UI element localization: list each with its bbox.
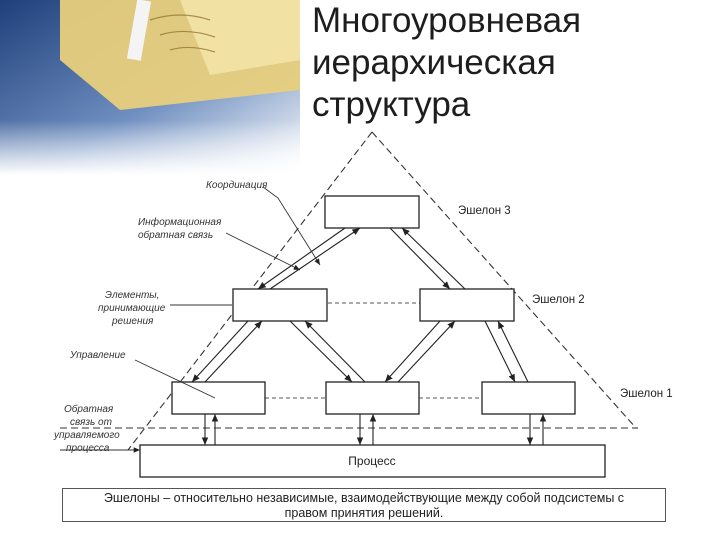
label-feedback-4: процесса bbox=[66, 443, 110, 454]
background-photo bbox=[0, 0, 300, 175]
box-echelon-2-right bbox=[419, 288, 515, 322]
title-line-2: иерархическая bbox=[312, 43, 556, 82]
box-echelon-1-right bbox=[481, 381, 576, 415]
label-echelon-2: Эшелон 2 bbox=[532, 294, 585, 306]
label-feedback-3: управляемого bbox=[53, 430, 120, 441]
label-decision-2: принимающие bbox=[98, 303, 166, 314]
label-info-feedback-1: Информационная bbox=[138, 216, 222, 228]
label-feedback-1: Обратная bbox=[64, 403, 114, 415]
connection-arrows bbox=[191, 227, 547, 445]
label-coordination: Координация bbox=[206, 180, 268, 191]
title-line-3: структура bbox=[312, 85, 471, 124]
label-pointers bbox=[60, 186, 321, 453]
caption-line-2: правом принятия решений. bbox=[284, 506, 444, 520]
title-line-1: Многоуровневая bbox=[312, 1, 582, 40]
label-info-feedback-2: обратная связь bbox=[138, 229, 213, 241]
slide-title: Многоуровневая иерархическая структура bbox=[312, 0, 712, 126]
caption-line-1: Эшелоны – относительно независимые, взаи… bbox=[103, 491, 625, 505]
label-decision-1: Элементы, bbox=[105, 290, 159, 301]
echelon-links bbox=[265, 302, 482, 399]
caption-box: Эшелоны – относительно независимые, взаи… bbox=[62, 488, 666, 522]
process-label: Процесс bbox=[348, 454, 395, 468]
process-box bbox=[139, 444, 606, 478]
label-echelon-3: Эшелон 3 bbox=[458, 205, 511, 217]
box-echelon-1-left bbox=[171, 381, 266, 415]
box-echelon-3 bbox=[324, 195, 420, 229]
label-echelon-1: Эшелон 1 bbox=[620, 388, 673, 400]
box-echelon-2-left bbox=[232, 288, 328, 322]
label-feedback-2: связь от bbox=[70, 417, 112, 428]
label-control: Управление bbox=[69, 350, 126, 361]
box-echelon-1-mid bbox=[325, 381, 420, 415]
label-decision-3: решения bbox=[111, 316, 154, 327]
